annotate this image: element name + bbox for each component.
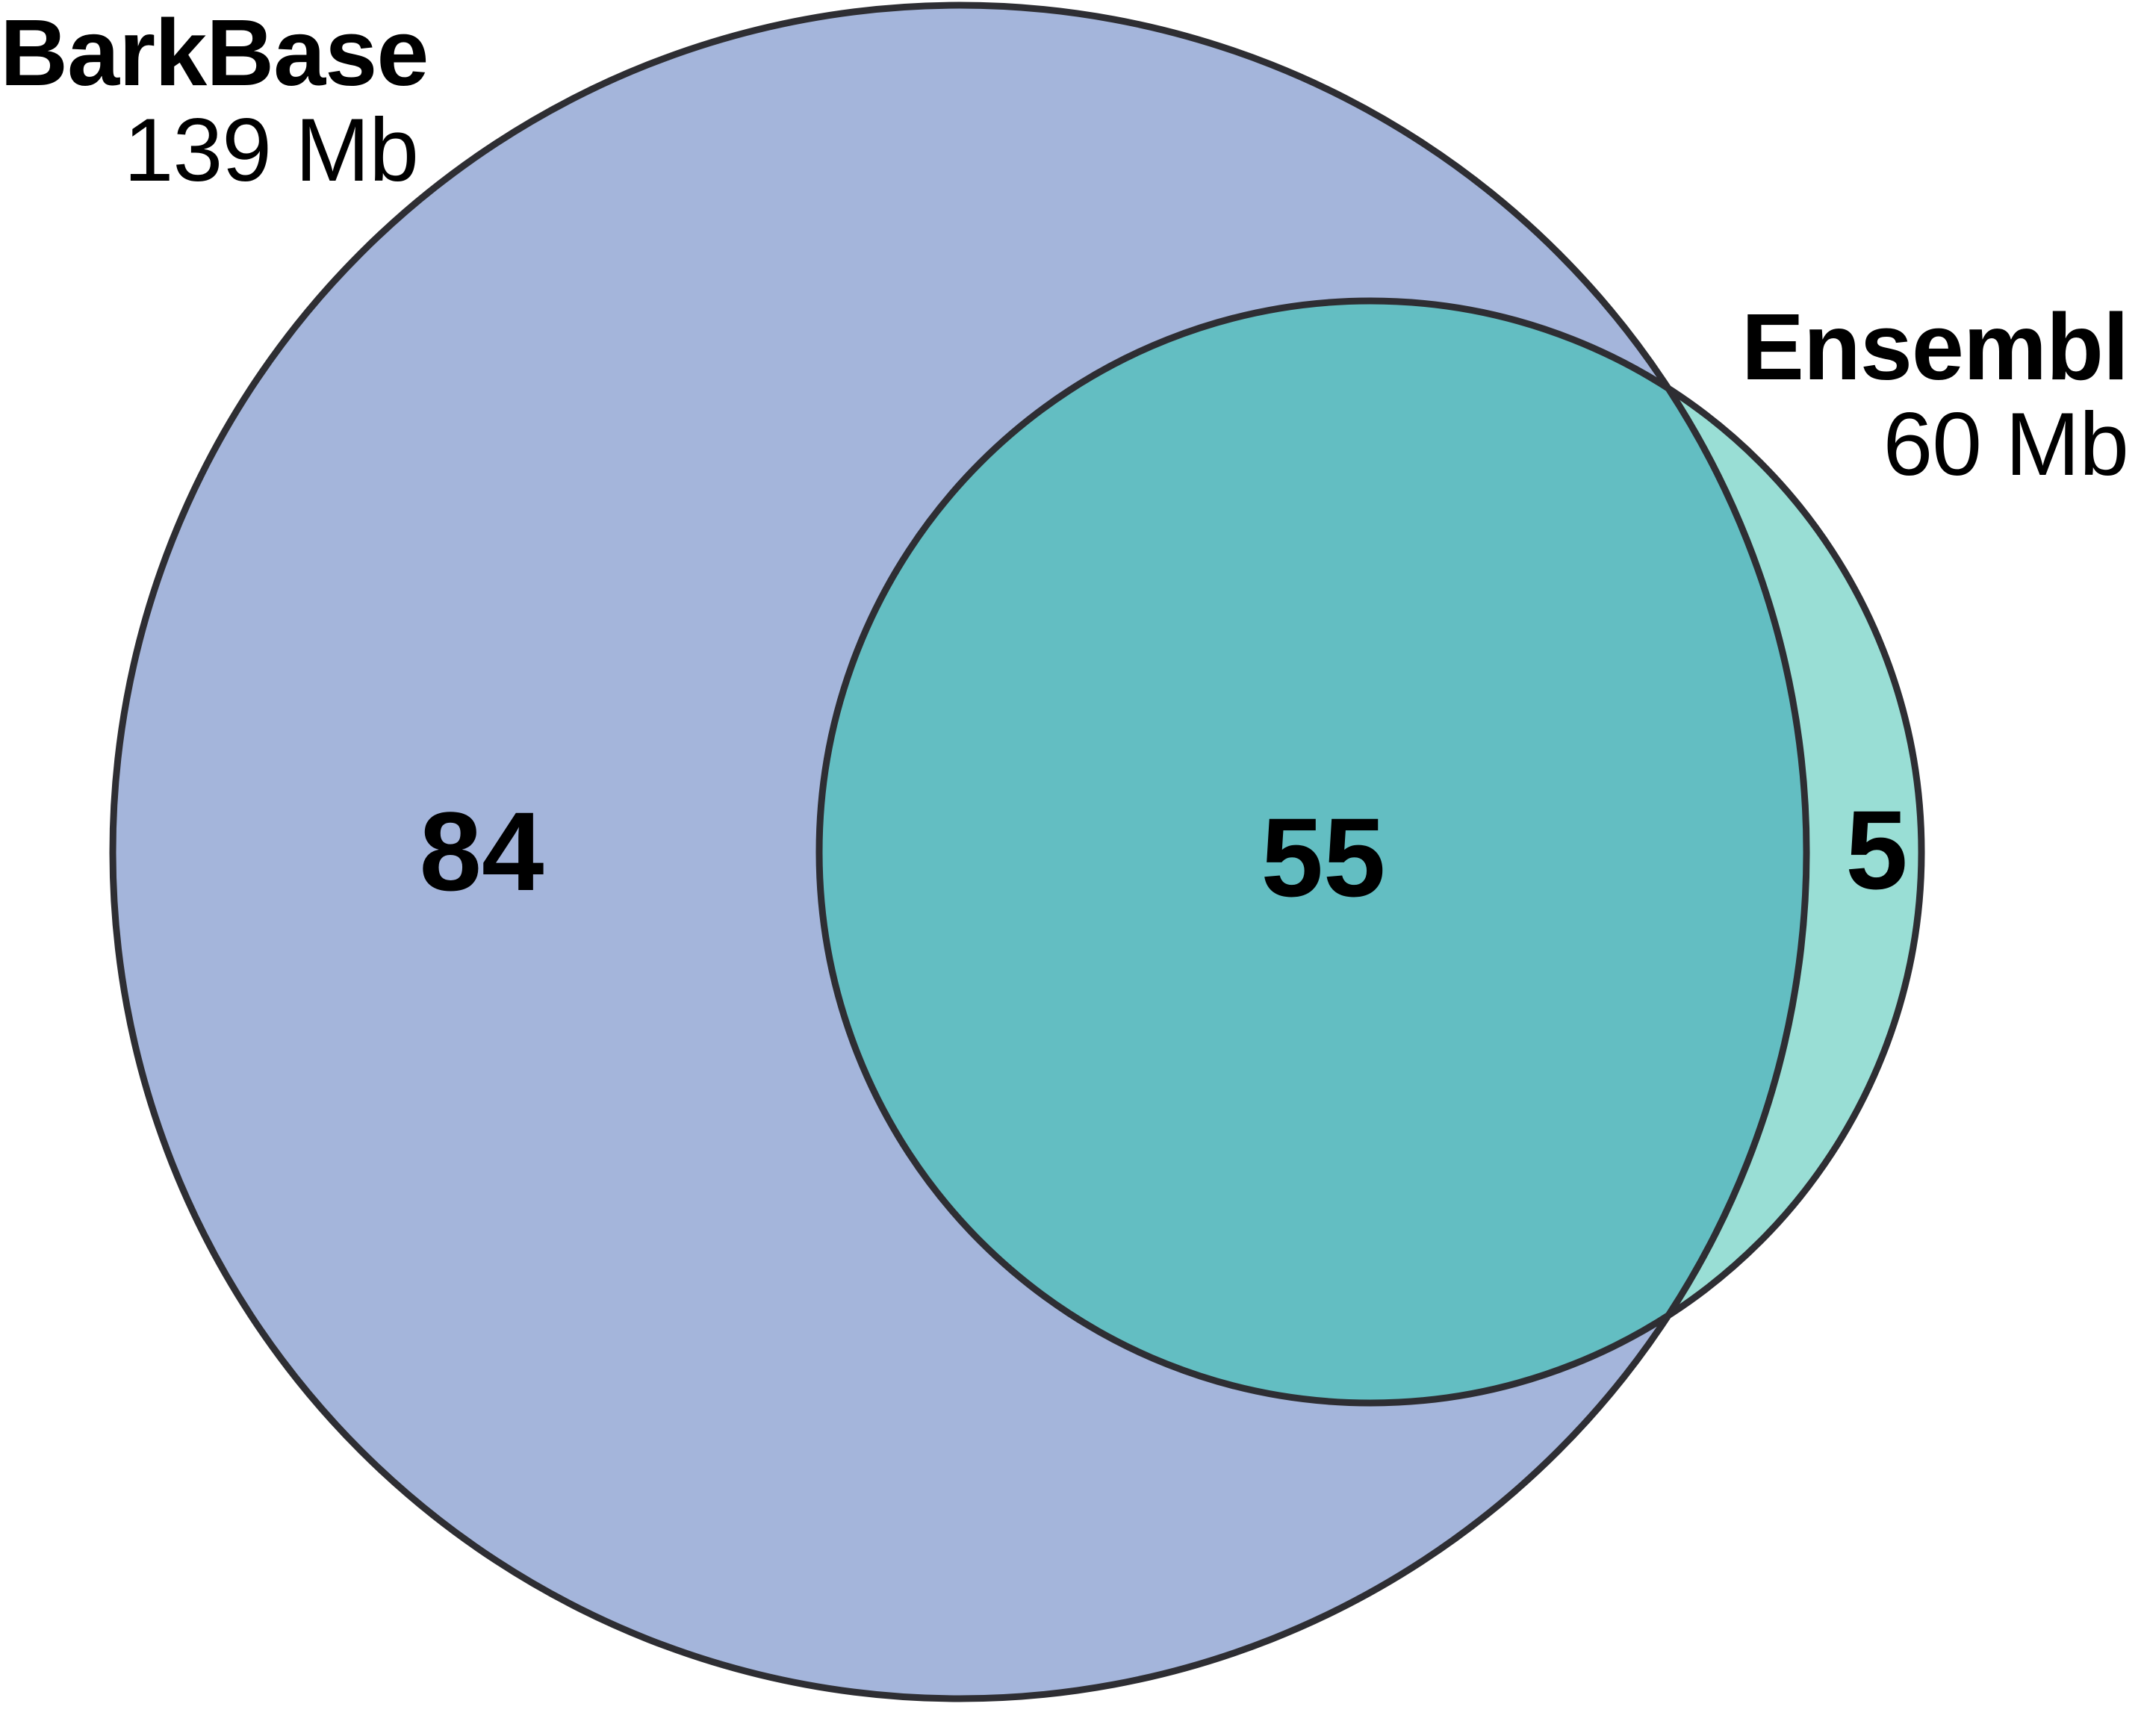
intersection-fill	[819, 301, 1806, 1403]
barkbase-only-count: 84	[419, 788, 544, 914]
barkbase-set-size: 139 Mb	[123, 99, 419, 200]
barkbase-set-name: BarkBase	[0, 0, 429, 105]
intersection-count: 55	[1261, 794, 1386, 920]
barkbase-set-label: BarkBase 139 Mb	[0, 0, 429, 200]
ensembl-set-size: 60 Mb	[1883, 393, 2129, 494]
ensembl-set-name: Ensembl	[1741, 294, 2129, 399]
barkbase-circle-outline	[109, 1, 1810, 1702]
ensembl-only-count: 5	[1845, 787, 1908, 912]
intersection-region	[819, 301, 1806, 1403]
ensembl-circle-outline	[815, 297, 1925, 1407]
ensembl-set-label: Ensembl 60 Mb	[1710, 294, 2129, 494]
